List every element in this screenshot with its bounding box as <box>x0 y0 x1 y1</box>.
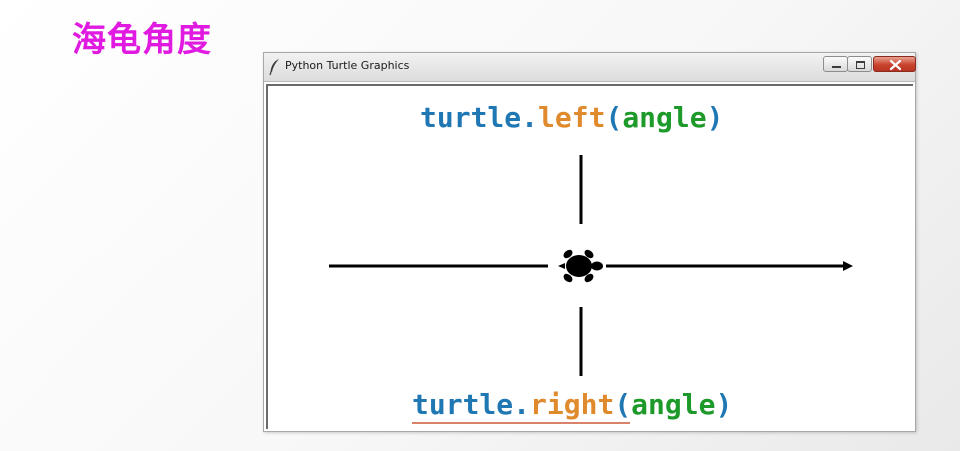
label-argument: angle <box>631 388 716 421</box>
label-object: turtle <box>420 101 522 134</box>
maximize-button[interactable] <box>847 56 872 72</box>
close-button[interactable] <box>873 56 916 72</box>
label-underline <box>412 422 630 424</box>
label-close-paren: ) <box>706 101 724 134</box>
label-close-paren: ) <box>715 388 733 421</box>
turtle-icon <box>558 249 603 283</box>
slide-title: 海龟角度 <box>72 20 212 60</box>
label-method: left <box>538 101 606 134</box>
minimize-button[interactable] <box>823 56 848 72</box>
feather-icon <box>269 59 279 76</box>
arrow-right-icon <box>843 261 853 271</box>
label-argument: angle <box>622 101 707 134</box>
turtle-canvas[interactable]: turtle.left(angle) turtle.right(angle) <box>266 84 913 429</box>
left-angle-label: turtle.left(angle) <box>420 101 723 135</box>
direction-diagram <box>329 155 853 376</box>
close-icon <box>889 59 902 71</box>
window-title: Python Turtle Graphics <box>285 59 410 72</box>
label-object: turtle <box>412 388 514 421</box>
right-angle-label: turtle.right(angle) <box>412 388 732 422</box>
turtle-graphics-window: Python Turtle Graphics turtle.left(angle… <box>263 52 916 432</box>
label-dot: . <box>513 388 531 421</box>
label-method: right <box>530 388 615 421</box>
label-open-paren: ( <box>605 101 623 134</box>
label-open-paren: ( <box>614 388 632 421</box>
minimize-icon <box>832 66 841 68</box>
maximize-icon <box>856 61 865 69</box>
label-dot: . <box>521 101 539 134</box>
window-titlebar[interactable]: Python Turtle Graphics <box>264 53 916 82</box>
